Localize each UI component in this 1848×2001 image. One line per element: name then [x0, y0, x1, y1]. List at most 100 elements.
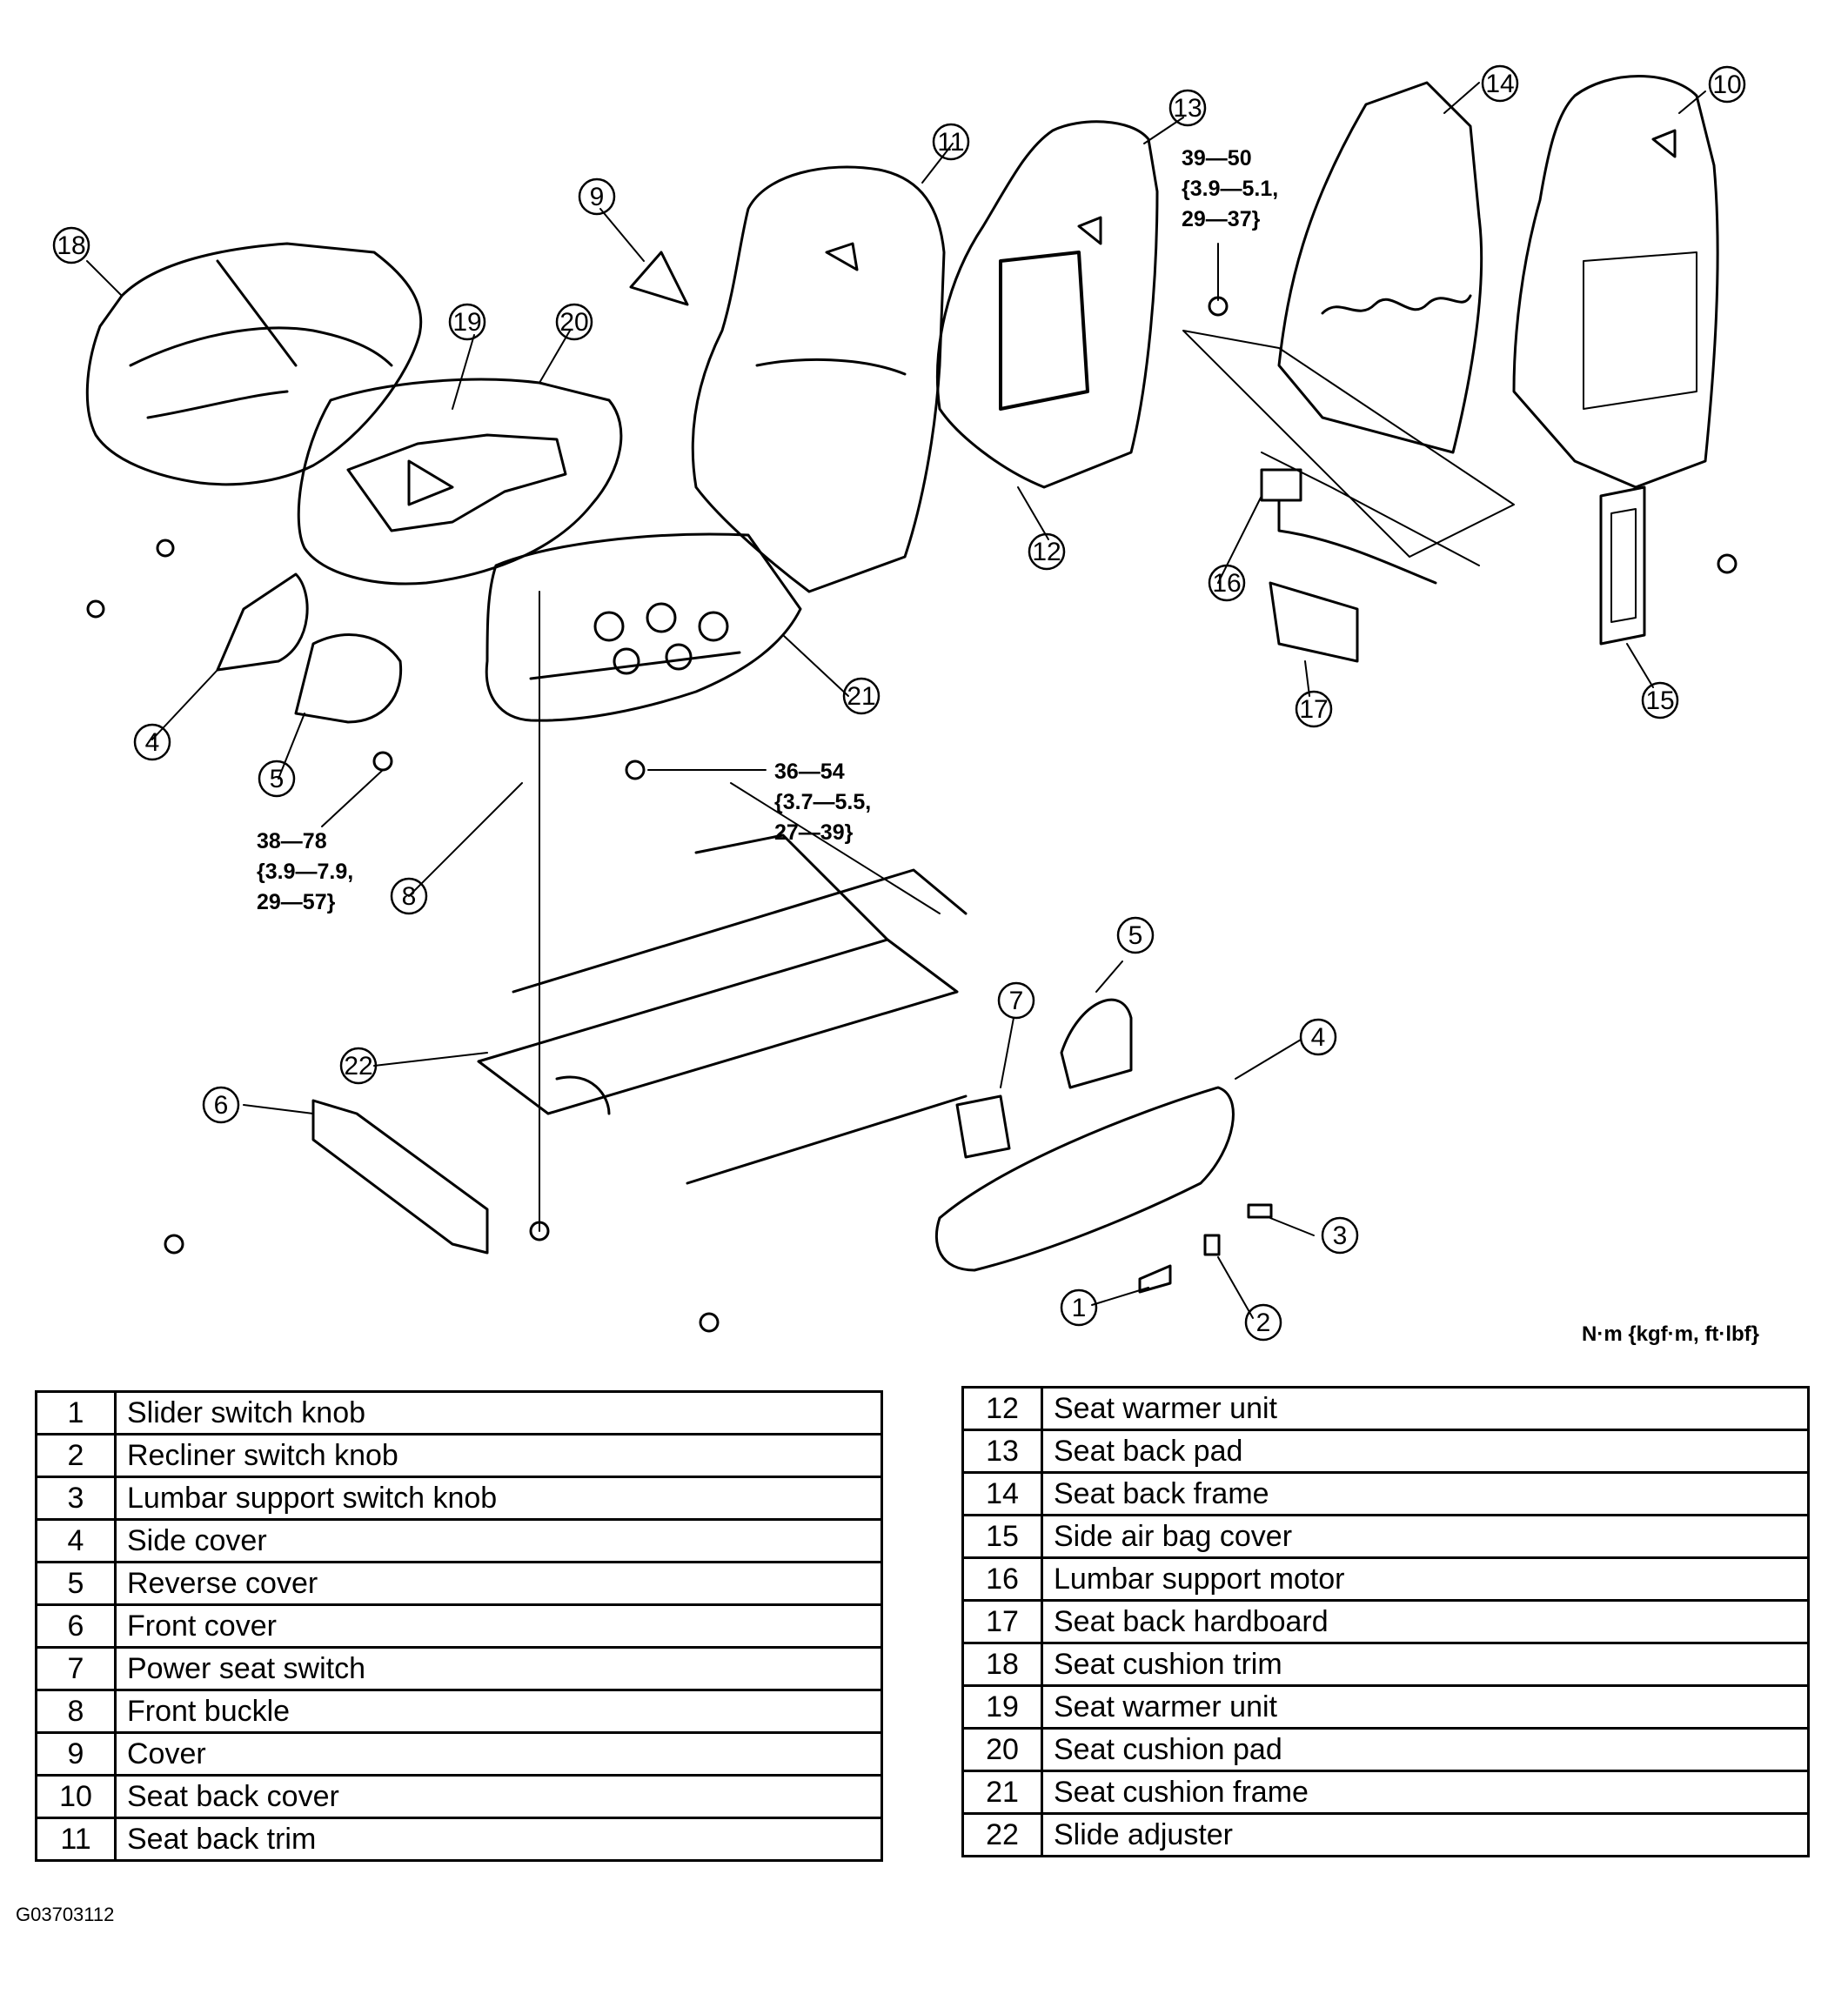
part-number: 4: [35, 1518, 117, 1563]
svg-text:19: 19: [452, 308, 481, 337]
svg-text:{3.9—5.1,: {3.9—5.1,: [1182, 177, 1278, 201]
svg-text:38—78: 38—78: [257, 829, 327, 853]
part-number: 12: [961, 1386, 1043, 1431]
callout-20: 20: [555, 303, 593, 341]
figure-code: G03703112: [16, 1904, 115, 1925]
recliner-switch-knob-drawing: [1203, 1234, 1221, 1256]
svg-text:10: 10: [1712, 70, 1741, 99]
callout-2: 2: [1244, 1303, 1282, 1342]
cover-drawing: [629, 251, 689, 306]
callout-10: 10: [1708, 65, 1746, 104]
svg-text:5: 5: [1128, 921, 1143, 950]
seat-back-cover-drawing: [1512, 75, 1719, 489]
torque-spec-38-78: 38—78 {3.9—7.9, 29—57}: [257, 829, 353, 914]
part-name: Seat back trim: [114, 1817, 883, 1862]
seat-back-frame-drawing: [1182, 81, 1515, 566]
part-name: Seat back hardboard: [1041, 1599, 1810, 1644]
svg-text:39—50: 39—50: [1182, 146, 1252, 171]
front-cover-drawing: [311, 1099, 489, 1255]
svg-text:20: 20: [559, 308, 588, 337]
svg-text:7: 7: [1009, 987, 1024, 1015]
part-number: 19: [961, 1684, 1043, 1730]
part-number: 18: [961, 1642, 1043, 1687]
svg-text:29—57}: 29—57}: [257, 890, 336, 914]
part-name: Seat cushion frame: [1041, 1770, 1810, 1815]
svg-text:16: 16: [1212, 569, 1241, 598]
part-name: Seat back cover: [114, 1774, 883, 1819]
part-name: Power seat switch: [114, 1646, 883, 1691]
callout-12: 12: [1028, 532, 1066, 571]
callout-9: 9: [578, 177, 616, 216]
reverse-cover-right-drawing: [1060, 998, 1133, 1089]
part-name: Seat cushion pad: [1041, 1727, 1810, 1772]
svg-text:4: 4: [145, 728, 160, 757]
callout-18: 18: [52, 226, 90, 264]
part-name: Lumbar support switch knob: [114, 1476, 883, 1521]
callout-19: 19: [448, 303, 486, 341]
part-name: Front buckle: [114, 1689, 883, 1734]
part-name: Slide adjuster: [1041, 1812, 1810, 1857]
part-number: 10: [35, 1774, 117, 1819]
callout-8: 8: [390, 877, 428, 915]
slider-switch-knob-drawing: [1138, 1264, 1172, 1294]
seat-cushion-frame-drawing: [485, 532, 802, 722]
svg-text:2: 2: [1256, 1308, 1271, 1337]
part-number: 3: [35, 1476, 117, 1521]
svg-text:12: 12: [1032, 538, 1061, 566]
svg-text:14: 14: [1485, 70, 1514, 98]
callout-5-left: 5: [258, 760, 296, 798]
svg-text:13: 13: [1173, 94, 1202, 123]
side-cover-right-drawing: [934, 1086, 1235, 1272]
side-air-bag-cover-drawing: [1599, 485, 1646, 646]
callout-3: 3: [1321, 1216, 1359, 1255]
svg-text:15: 15: [1645, 686, 1674, 715]
part-number: 6: [35, 1603, 117, 1649]
svg-text:5: 5: [270, 765, 285, 793]
svg-text:4: 4: [1311, 1023, 1326, 1052]
part-name: Seat back pad: [1041, 1429, 1810, 1474]
callout-11: 11: [932, 123, 970, 161]
svg-text:6: 6: [214, 1091, 229, 1120]
part-number: 8: [35, 1689, 117, 1734]
svg-text:29—37}: 29—37}: [1182, 207, 1261, 231]
seat-back-pad-drawing: [935, 120, 1159, 489]
callout-22: 22: [339, 1047, 378, 1085]
svg-text:11: 11: [937, 128, 964, 157]
seat-cushion-pad-drawing: [297, 378, 623, 586]
part-name: Seat cushion trim: [1041, 1642, 1810, 1687]
part-name: Seat back frame: [1041, 1471, 1810, 1516]
callout-15: 15: [1641, 681, 1679, 719]
callout-17: 17: [1295, 690, 1333, 728]
svg-text:17: 17: [1299, 695, 1328, 724]
part-number: 11: [35, 1817, 117, 1862]
svg-text:1: 1: [1072, 1294, 1087, 1322]
part-name: Lumbar support motor: [1041, 1556, 1810, 1602]
torque-spec-39-50: 39—50 {3.9—5.1, 29—37}: [1182, 146, 1278, 231]
callout-14: 14: [1481, 64, 1519, 103]
svg-text:9: 9: [590, 183, 605, 211]
callouts: 18 19 20 9 11 13 14 10 12 16 17 15 21 4 …: [52, 64, 1746, 1342]
part-number: 21: [961, 1770, 1043, 1815]
leader-lines: [86, 82, 1706, 1319]
lumbar-support-motor-drawing: [1260, 468, 1437, 585]
svg-text:18: 18: [57, 231, 85, 260]
part-name: Side air bag cover: [1041, 1514, 1810, 1559]
svg-text:{3.9—7.9,: {3.9—7.9,: [257, 860, 353, 884]
part-number: 17: [961, 1599, 1043, 1644]
power-seat-switch-drawing: [955, 1094, 1011, 1159]
part-number: 14: [961, 1471, 1043, 1516]
